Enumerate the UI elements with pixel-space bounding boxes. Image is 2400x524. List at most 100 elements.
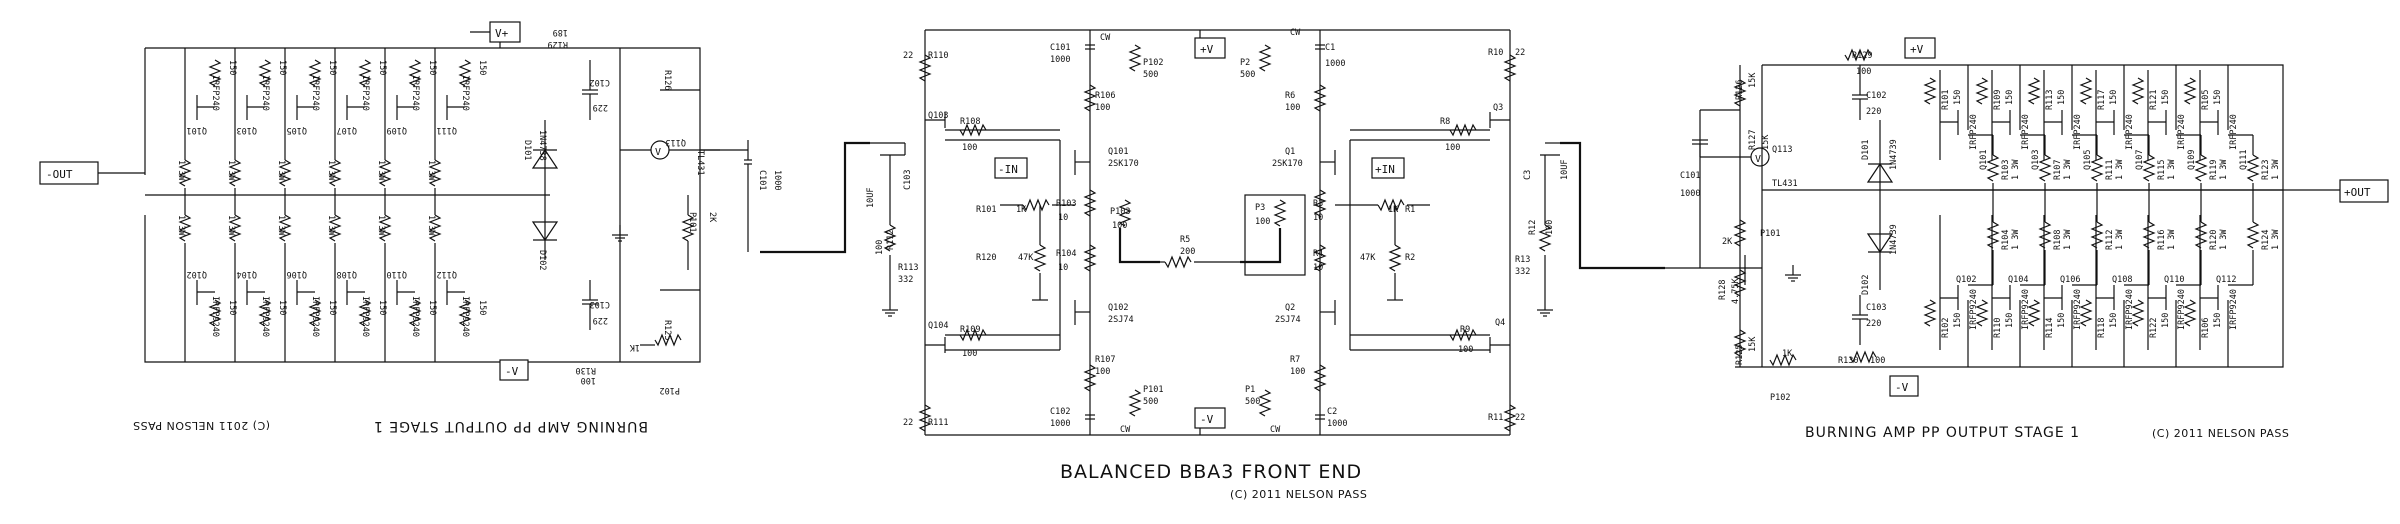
fe-p1-val: 500: [1245, 397, 1260, 407]
rs-gate-top-val: 150: [1953, 90, 1963, 105]
fe-r1-val: 1K: [1388, 205, 1399, 215]
rs-mosfet-bot: Q104: [2008, 275, 2028, 285]
ls-mosfet-top: Q107: [337, 125, 357, 135]
rs-p102: P102: [1770, 393, 1790, 403]
svg-text:V: V: [655, 147, 661, 158]
ls-source-top-val: 1 3W: [176, 160, 186, 181]
left-r126-label: R126: [662, 70, 672, 90]
fe-r104-val: 10: [1058, 263, 1068, 273]
left-c103-label: C103: [590, 299, 610, 309]
fe-c102: C102: [1050, 407, 1070, 417]
rs-source-top-res: R107: [2053, 160, 2063, 180]
rs-source-top-res: R123: [2261, 160, 2271, 180]
rs-mosfet-bot: Q110: [2164, 275, 2184, 285]
left-pos-rail-terminal: [489, 21, 521, 43]
fe-q1-part: 2SK170: [1272, 159, 1303, 169]
left-pos-rail-label: V+: [495, 27, 509, 40]
rs-mosfet-bot-part: IRFP9240: [2073, 289, 2083, 330]
rs-c103: C103: [1866, 303, 1886, 313]
fe-r10: R10: [1488, 48, 1503, 58]
left-229-label-top: 229: [593, 102, 608, 112]
rs-source-bot-val: 1 3W: [2167, 229, 2177, 250]
ls-mosfet-bot: Q112: [437, 269, 457, 279]
rs-tl431: TL431: [1772, 179, 1798, 189]
fe-p102: P102: [1143, 58, 1163, 68]
fe-r8-val: 100: [1445, 143, 1460, 153]
rs-r130-val: 100: [1870, 356, 1885, 366]
rs-gate-bot-val: 150: [1953, 313, 1963, 328]
pos-output-terminal: [2339, 179, 2389, 203]
rs-gate-top-res: R105: [2201, 90, 2211, 110]
fe-22-a: 22: [903, 51, 913, 61]
left-stage-title: BURNING AMP PP OUTPUT STAGE 1: [373, 418, 648, 434]
fe-r5-val: 200: [1180, 247, 1195, 257]
fe-r101-val: 1K: [1016, 205, 1027, 215]
rs-mosfet-top: Q111: [2239, 150, 2249, 170]
rs-r129-val: 100: [1856, 67, 1871, 77]
rs-source-bot-val: 1 3W: [2063, 229, 2073, 250]
ls-gate-top-val: 150: [427, 60, 437, 75]
fe-r7: R7: [1290, 355, 1300, 365]
fe-q3: Q3: [1493, 103, 1503, 113]
rs-source-bot-res: R124: [2261, 230, 2271, 250]
ls-source-bot-val: 1 3W: [176, 215, 186, 236]
rs-gate-bot-val: 150: [2057, 313, 2067, 328]
rs-gate-top-res: R101: [1941, 90, 1951, 110]
fe-r6: R6: [1285, 91, 1295, 101]
ls-mosfet-bot: Q102: [187, 269, 207, 279]
q1-jfet: [1320, 150, 1336, 175]
fe-r13-val: 332: [1515, 267, 1530, 277]
rs-r125: R125: [1735, 345, 1745, 365]
fe-c1-val: 1000: [1325, 59, 1345, 69]
ls-mosfet-top-part: IRFP240: [260, 75, 270, 111]
left-r130-label: R130: [576, 365, 596, 375]
rs-gate-bot-res: R118: [2097, 318, 2107, 338]
fe-r103-val: 10: [1058, 213, 1068, 223]
ls-mosfet-bot: Q110: [387, 269, 407, 279]
q2-jfet: [1320, 300, 1336, 325]
rs-mosfet-top-part: IRFP240: [2177, 114, 2187, 150]
fe-r7-val: 100: [1290, 367, 1305, 377]
rs-mosfet-top: Q109: [2187, 150, 2197, 170]
right-stage-title: BURNING AMP PP OUTPUT STAGE 1: [1805, 425, 2080, 441]
ls-source-top-val: 1 3W: [426, 160, 436, 181]
left-d101-label: D101: [522, 140, 532, 160]
front-end-pos-rail-label: +V: [1200, 43, 1214, 56]
zener-diode-d101: [531, 120, 559, 195]
left-q113-label: Q113: [666, 137, 686, 147]
ls-mosfet-bot-part: IRFP9240: [410, 296, 420, 337]
ls-gate-bot-val: 150: [427, 300, 437, 315]
rs-mosfet-bot-part: IRFP9240: [2229, 289, 2239, 330]
fe-cw-b: CW: [1290, 28, 1301, 38]
rs-source-top-val: 1 3W: [2271, 159, 2281, 180]
fe-r4-val: 10: [1313, 263, 1323, 273]
rs-d102-part: 1N4739: [1889, 224, 1899, 255]
fe-p102-val: 500: [1143, 70, 1158, 80]
fe-r2-val: 47K: [1360, 253, 1376, 263]
ls-mosfet-top-part: IRFP240: [460, 75, 470, 111]
rs-c101: C101: [1680, 171, 1700, 181]
rs-r126-val: 15K: [1748, 72, 1758, 88]
rs-p101: P101: [1760, 229, 1780, 239]
fe-r113: R113: [898, 263, 918, 273]
ls-source-bot-val: 1 3W: [276, 215, 286, 236]
ls-gate-bot-val: 150: [327, 300, 337, 315]
ls-mosfet-top-part: IRFP240: [210, 75, 220, 111]
ls-mosfet-bot-part: IRFP9240: [260, 296, 270, 337]
front-end-circuit: +V -V -IN +IN 22 R110 22 R111 R10 22 R11…: [866, 28, 1570, 501]
rs-gate-top-res: R117: [2097, 90, 2107, 110]
left-189-label: 189: [553, 27, 568, 37]
front-end-copyright: (C) 2011 NELSON PASS: [1230, 488, 1367, 501]
ls-mosfet-bot-part: IRFP9240: [460, 296, 470, 337]
ls-mosfet-bot: Q108: [337, 269, 357, 279]
rs-mosfet-bot: Q102: [1956, 275, 1976, 285]
fe-r109: R109: [960, 325, 980, 335]
ls-gate-top-val: 150: [227, 60, 237, 75]
q103-transistor: [925, 112, 1060, 141]
fe-r9: R9: [1460, 325, 1470, 335]
rs-gate-bot-val: 150: [2213, 313, 2223, 328]
